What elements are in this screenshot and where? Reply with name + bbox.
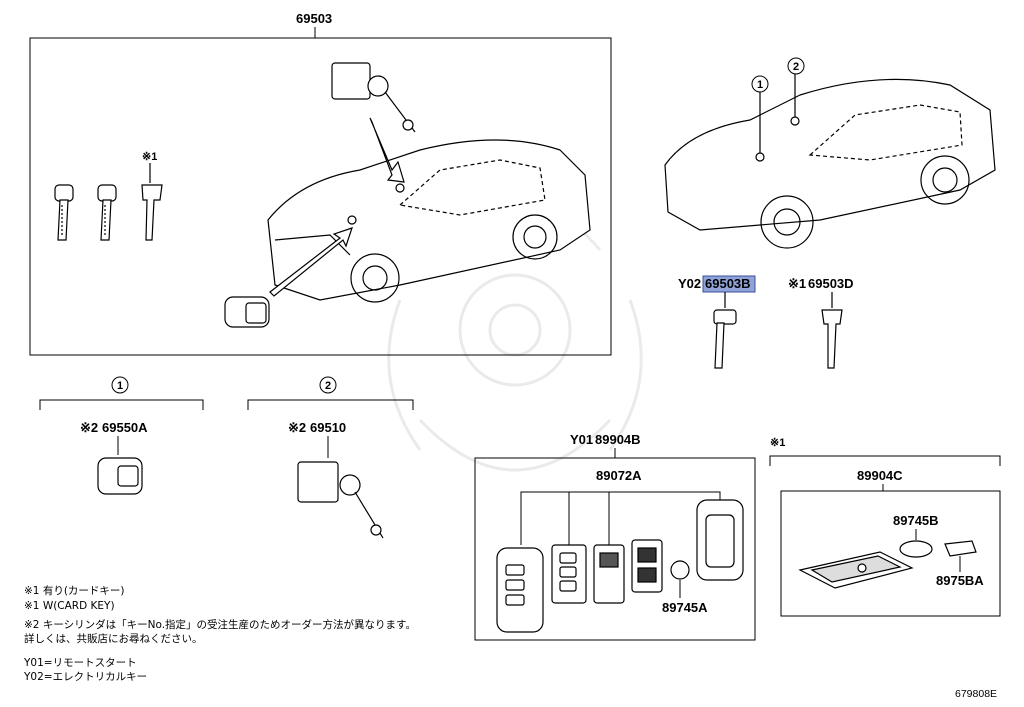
- door-lock-cylinder-69510[interactable]: [297, 461, 384, 539]
- ignition-cylinder-69550A[interactable]: [97, 457, 143, 495]
- mechanical-key-1[interactable]: [54, 184, 74, 241]
- part-number-69503D[interactable]: 69503D: [808, 276, 854, 291]
- group-2-text: 2: [325, 380, 331, 392]
- note-card-key-en: ※1 W(CARD KEY): [24, 600, 115, 612]
- part-number-69510[interactable]: 69510: [310, 420, 346, 435]
- smart-key-transmitter[interactable]: [496, 547, 544, 633]
- part-prefix-69510: ※2: [288, 420, 306, 435]
- mechanical-key-2[interactable]: [97, 184, 117, 241]
- ignition-cylinder[interactable]: [224, 296, 270, 328]
- part-number-89072A[interactable]: 89072A: [596, 468, 642, 483]
- arrow-ignition: [269, 227, 353, 297]
- door-lock-cylinder-assembly[interactable]: [331, 62, 416, 133]
- figure-id: 679808E: [955, 688, 998, 700]
- part-number-69550A[interactable]: 69550A: [102, 420, 148, 435]
- part-prefix-69550A: ※2: [80, 420, 98, 435]
- card-key-mark: ※1: [142, 151, 157, 163]
- card-key[interactable]: [798, 551, 914, 589]
- assembly-label-89904C[interactable]: 89904C: [857, 468, 903, 483]
- part-highlight-69503B: [702, 275, 756, 293]
- transmitter-case-inner[interactable]: [631, 539, 663, 593]
- callout-1-text: 1: [757, 79, 763, 91]
- group-1-marker: [111, 376, 129, 394]
- part-89072A-leader: [520, 491, 721, 545]
- card-mechanical-key[interactable]: [141, 163, 163, 241]
- note-cylinder-contact: 詳しくは、共販店にお尋ねください。: [24, 633, 203, 645]
- callout-2-text: 2: [793, 61, 799, 73]
- assembly-frame-89904B: [474, 457, 756, 641]
- emergency-key-69503B[interactable]: [713, 292, 737, 369]
- vehicle-callout-illustration: [664, 74, 996, 249]
- vehicle-illustration: [267, 139, 591, 303]
- note-cylinder-order: ※2 キーシリンダは「キーNo.指定」の受注生産のためオーダー方法が異なります。: [24, 619, 416, 631]
- part-number-69503B[interactable]: 69503B: [705, 276, 751, 291]
- part-prefix-69503B: Y02: [678, 276, 701, 291]
- battery-89745B[interactable]: [899, 540, 933, 558]
- callout-1-marker: [751, 75, 769, 93]
- card-key-bracket: [769, 455, 1001, 466]
- group-2-marker: [319, 376, 337, 394]
- assembly-frame-69503: [29, 37, 612, 356]
- note-card-key-ja: ※1 有り(カードキー): [24, 585, 125, 597]
- transmitter-button-pad[interactable]: [551, 544, 587, 604]
- note-y01: Y01=リモートスタート: [24, 657, 137, 669]
- group-1-bracket: [39, 399, 204, 410]
- callout-2-marker: [787, 57, 805, 75]
- card-emergency-key-69503D[interactable]: [821, 292, 843, 369]
- note-y02: Y02=エレクトリカルキー: [24, 671, 148, 683]
- transmitter-case-back[interactable]: [696, 499, 744, 581]
- group-2-bracket: [247, 399, 414, 410]
- group-1-text: 1: [117, 380, 123, 392]
- part-number-89745A[interactable]: 89745A: [662, 600, 708, 615]
- arrow-door-cylinder: [369, 117, 405, 183]
- card-key-assembly-mark: ※1: [770, 437, 785, 449]
- part-number-89745B[interactable]: 89745B: [893, 513, 939, 528]
- assembly-label-69503[interactable]: 69503: [296, 11, 332, 26]
- card-key-plate-8975BA[interactable]: [944, 540, 977, 557]
- battery-89745A[interactable]: [670, 560, 690, 580]
- transmitter-circuit-board[interactable]: [593, 544, 625, 604]
- assembly-frame-89904C: [780, 490, 1001, 617]
- assembly-prefix-89904B: Y01: [570, 432, 593, 447]
- part-number-8975BA[interactable]: 8975BA: [936, 573, 984, 588]
- assembly-label-89904B[interactable]: 89904B: [595, 432, 641, 447]
- part-prefix-69503D: ※1: [788, 276, 806, 291]
